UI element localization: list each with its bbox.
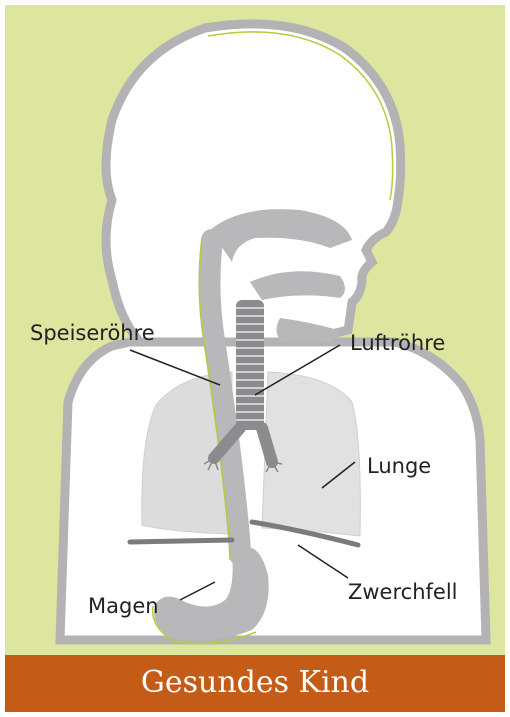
- right-lung: [262, 372, 360, 536]
- head-outline: [106, 24, 401, 342]
- footer-title: Gesundes Kind: [5, 663, 505, 703]
- label-diaphragm: Zwerchfell: [348, 580, 458, 604]
- diaphragm-left: [130, 540, 232, 542]
- label-trachea: Luftröhre: [350, 331, 445, 355]
- label-esophagus: Speiseröhre: [30, 321, 155, 345]
- label-stomach: Magen: [88, 594, 159, 618]
- trachea-rings: [236, 300, 264, 430]
- label-lung: Lunge: [367, 454, 431, 478]
- footer-banner: Gesundes Kind: [5, 655, 505, 712]
